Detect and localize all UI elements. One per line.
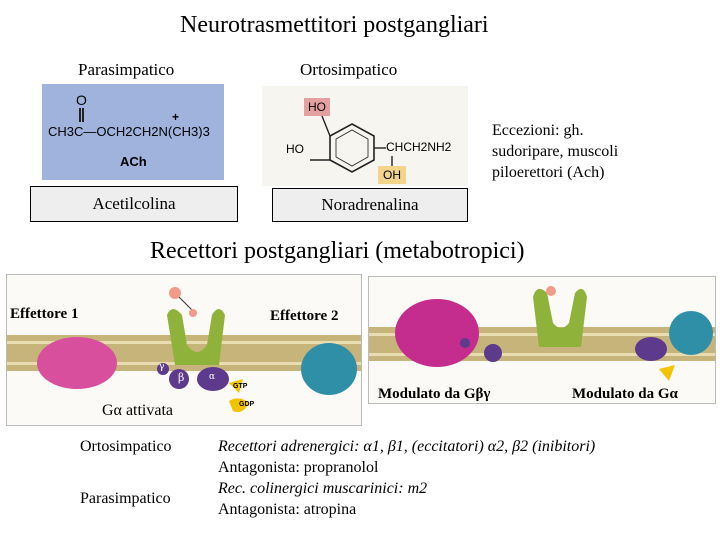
- g-alpha-activated-label: Gα attivata: [102, 402, 174, 420]
- exceptions-line-1: Eccezioni: gh.: [492, 122, 584, 139]
- g-alpha-subunit: [197, 367, 229, 391]
- row-label-parasympathetic: Parasimpatico: [80, 490, 171, 507]
- page-title: Neurotrasmettitori postgangliari: [180, 12, 489, 38]
- noradrenaline-structure: HO HO CHCH2NH2 OH: [262, 86, 468, 186]
- effector-1-label: Effettore 1: [10, 306, 79, 323]
- effector-2-label: Effettore 2: [270, 308, 339, 325]
- exceptions-line-2: sudoripare, muscoli: [492, 143, 619, 160]
- adrenergic-antagonist: Antagonista: propranolol: [218, 459, 379, 476]
- gtp-label: GTP: [233, 383, 248, 390]
- effector-2-protein: [301, 343, 357, 395]
- hydroxyl-left: HO: [286, 142, 304, 156]
- effector-1-protein: [37, 337, 117, 389]
- receptor-diagram-left: β γ α GTP GDP: [6, 274, 362, 426]
- muscarinic-antagonist: Antagonista: atropina: [218, 501, 357, 518]
- modulated-by-gbetagamma: Modulato da Gβγ: [378, 386, 491, 403]
- right-receptor: [533, 288, 587, 347]
- adrenergic-receptors: Recettori adrenergici: α1, β1, (eccitato…: [218, 438, 596, 455]
- hydroxyl-top: HO: [304, 98, 330, 116]
- carbonyl-oxygen: O: [76, 92, 87, 108]
- receptor-protein: [167, 309, 225, 365]
- double-bond: [79, 108, 82, 122]
- side-chain: CHCH2NH2: [386, 140, 452, 154]
- positive-charge: +: [172, 110, 180, 124]
- receptors-title: Recettori postgangliari (metabotropici): [150, 238, 525, 264]
- acetylcholine-label: Acetilcolina: [30, 186, 238, 222]
- gamma-subunit: γ: [159, 362, 165, 372]
- alpha-subunit: α: [209, 372, 216, 382]
- gdp-label: GDP: [239, 401, 255, 408]
- noradrenaline-label: Noradrenalina: [272, 188, 468, 222]
- hydroxyl-beta: OH: [378, 166, 406, 184]
- muscarinic-receptors: Rec. colinergici muscarinici: m2: [218, 480, 428, 497]
- modulated-by-galpha: Modulato da Gα: [572, 386, 678, 403]
- right-effector-left: [395, 299, 479, 367]
- right-effector-right: [669, 311, 713, 355]
- parasympathetic-header: Parasimpatico: [78, 60, 175, 79]
- benzene-ring-icon: [310, 115, 393, 173]
- ach-abbreviation: ACh: [120, 154, 147, 169]
- exceptions-line-3: piloerettori (Ach): [492, 164, 605, 181]
- ach-formula: CH3C—OCH2CH2N(CH3)3: [48, 124, 210, 139]
- gtp-marker: [229, 379, 243, 393]
- double-bond-2: [82, 108, 85, 122]
- sympathetic-header: Ortosimpatico: [300, 60, 398, 79]
- row-label-sympathetic: Ortosimpatico: [80, 438, 172, 455]
- beta-subunit: β: [178, 371, 185, 384]
- ligand: [169, 287, 181, 299]
- exceptions-note: Eccezioni: gh. sudoripare, muscoli piloe…: [492, 120, 618, 183]
- receptor-diagram-right: [368, 276, 716, 404]
- acetylcholine-structure: O + CH3C—OCH2CH2N(CH3)3 ACh: [42, 84, 224, 180]
